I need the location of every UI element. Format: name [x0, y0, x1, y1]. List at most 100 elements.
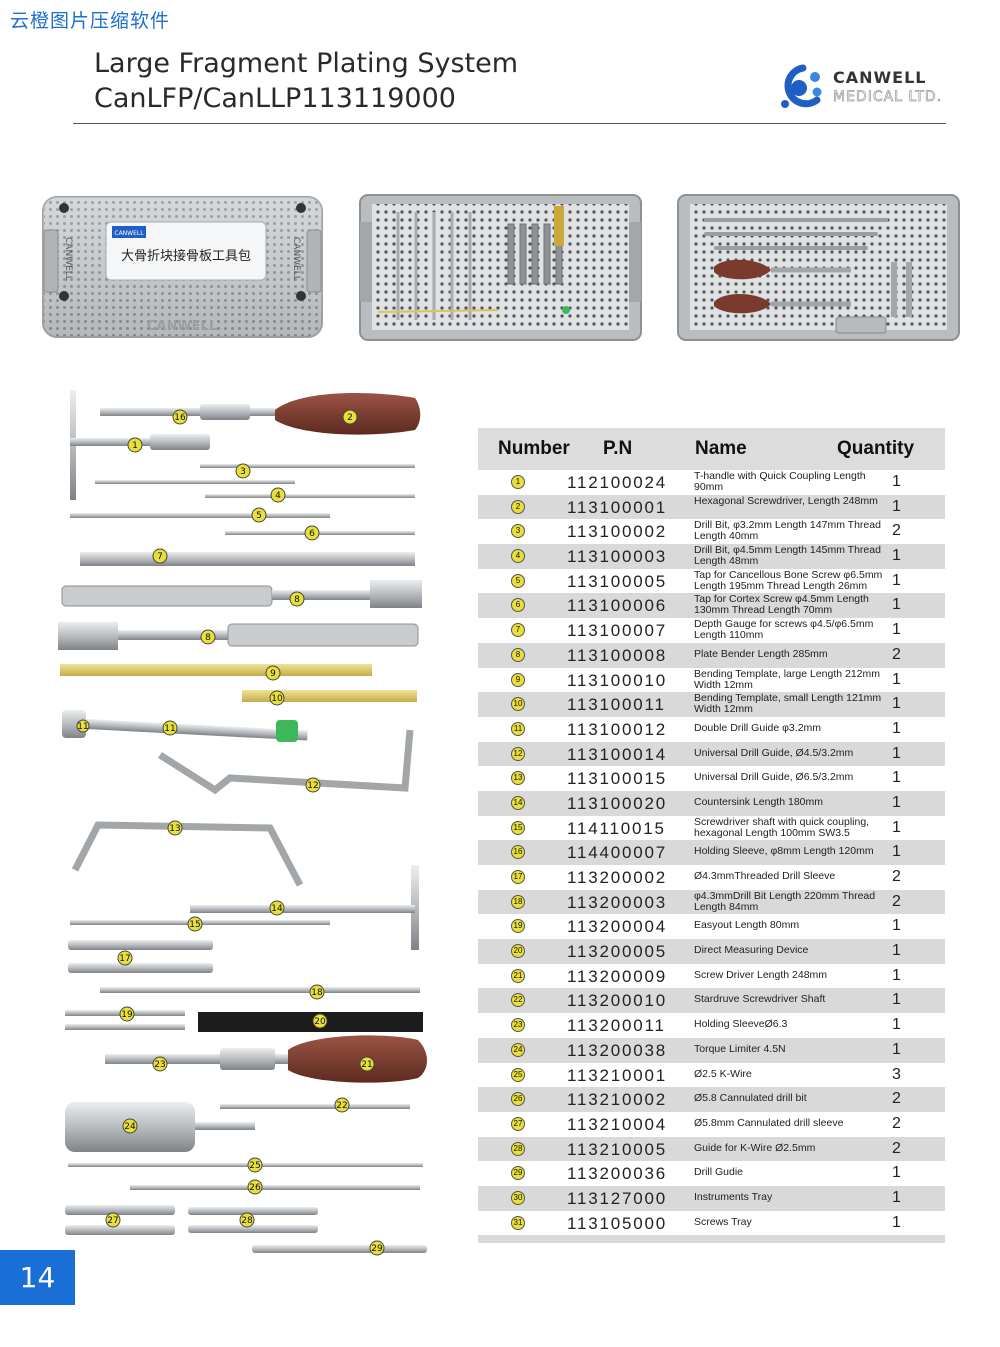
row-number-badge: 20: [511, 944, 525, 959]
row-part-number: 113100001: [567, 497, 668, 517]
svg-text:4: 4: [275, 491, 281, 501]
row-quantity: 1: [892, 991, 901, 1009]
header-name: Name: [695, 438, 747, 459]
header-pn: P.N: [603, 438, 633, 459]
row-name: Universal Drill Guide, Ø6.5/3.2mm: [694, 771, 854, 784]
row-quantity: 1: [892, 1213, 901, 1231]
tool-label-8a: 8: [289, 591, 305, 607]
row-number-badge: 24: [511, 1042, 525, 1057]
header-number: Number: [498, 438, 570, 459]
row-name: Ø5.8mm Cannulated drill sleeve: [694, 1116, 844, 1129]
svg-text:21: 21: [361, 1060, 372, 1070]
row-name: Tap for Cancellous Bone Screw φ6.5mm Len…: [694, 568, 883, 592]
row-part-number: 113200002: [567, 868, 668, 887]
svg-text:1: 1: [132, 441, 138, 451]
row-part-number: 113200003: [567, 892, 668, 912]
row-part-number: 113100005: [567, 571, 668, 591]
svg-text:23: 23: [154, 1060, 165, 1070]
row-quantity: 2: [892, 868, 901, 885]
row-number-badge: 8: [511, 647, 525, 662]
svg-text:2: 2: [347, 413, 353, 423]
table-header: Number P.N Name Quantity: [478, 428, 945, 470]
tool-label-29: 29: [369, 1240, 385, 1256]
page-subtitle: CanLFP/CanLLP113119000: [94, 83, 456, 114]
tool-label-27: 27: [105, 1212, 121, 1228]
row-name: φ4.3mmDrill Bit Length 220mm Thread Leng…: [694, 889, 876, 913]
row-name: Instruments Tray: [694, 1190, 773, 1203]
row-name: Ø2.5 K-Wire: [694, 1067, 752, 1080]
tool-label-9: 9: [265, 665, 281, 681]
page-title: Large Fragment Plating System: [94, 48, 519, 79]
svg-text:6: 6: [309, 529, 315, 539]
svg-text:8: 8: [205, 633, 211, 643]
row-name: Screw Driver Length 248mm: [694, 968, 828, 981]
tool-label-20: 20: [312, 1013, 328, 1029]
company-logo: CANWELL MEDICAL LTD.: [773, 62, 948, 112]
svg-text:7: 7: [157, 552, 163, 562]
row-name: Holding SleeveØ6.3: [694, 1018, 788, 1031]
row-number-badge: 29: [511, 1166, 525, 1181]
row-part-number: 113100015: [567, 769, 668, 789]
row-part-number: 113100006: [567, 596, 668, 616]
row-part-number: 113200009: [567, 966, 668, 986]
row-quantity: 1: [892, 670, 901, 688]
svg-text:20: 20: [314, 1017, 326, 1027]
tool-label-19: 19: [119, 1006, 135, 1022]
tool-label-10: 10: [269, 690, 285, 706]
svg-text:8: 8: [294, 595, 300, 605]
tool-label-23: 23: [152, 1056, 168, 1072]
row-number-badge: 13: [511, 771, 525, 786]
row-quantity: 2: [892, 522, 901, 540]
open-tray-photo: [358, 192, 643, 342]
table-footer: [478, 1235, 945, 1244]
svg-text:13: 13: [169, 824, 180, 834]
row-name: Ø5.8 Cannulated drill bit: [694, 1092, 807, 1105]
row-name: Screws Tray: [694, 1215, 752, 1228]
row-name: Drill Bit, φ3.2mm Length 147mm Thread Le…: [694, 519, 881, 543]
tool-label-11b: 11: [76, 719, 90, 733]
svg-text:15: 15: [189, 920, 200, 930]
row-number-badge: 22: [511, 993, 525, 1008]
instruments-illustration: 16 2 1 3 4 5 6 7 8 8 9 10 11 11 12 13 14…: [40, 380, 440, 1265]
tool-label-21: 21: [359, 1056, 375, 1072]
parts-table: Number P.N Name Quantity 1 112100024 T-han…: [478, 428, 945, 1244]
row-part-number: 113100012: [567, 719, 668, 739]
svg-text:29: 29: [371, 1244, 383, 1254]
row-part-number: 112100024: [567, 473, 668, 492]
row-quantity: 1: [892, 596, 901, 614]
row-number-badge: 18: [511, 894, 525, 909]
row-name: Holding Sleeve, φ8mm Length 120mm: [694, 845, 874, 858]
row-part-number: 113105000: [567, 1213, 668, 1233]
row-number-badge: 11: [511, 721, 525, 736]
row-name: Countersink Length 180mm: [694, 795, 823, 808]
row-number-badge: 25: [511, 1067, 525, 1082]
row-quantity: 2: [892, 1090, 901, 1108]
tool-label-2: 2: [342, 409, 358, 425]
row-name: Drill Gudie: [694, 1166, 744, 1179]
row-quantity: 1: [892, 473, 901, 490]
row-part-number: 113100011: [567, 695, 666, 715]
row-part-number: 113100003: [567, 547, 668, 567]
logo-subtitle: MEDICAL LTD.: [833, 89, 943, 106]
svg-text:3: 3: [240, 467, 246, 477]
svg-text:17: 17: [119, 954, 130, 964]
tool-label-3: 3: [235, 463, 251, 479]
tool-label-1: 1: [127, 437, 143, 453]
closed-case-photo: CANWELL 大骨折块接骨板工具包 CANWELL CANWELL CANWE…: [40, 192, 325, 342]
row-part-number: 113127000: [567, 1188, 668, 1208]
tool-label-7: 7: [152, 548, 168, 564]
row-part-number: 113200011: [567, 1016, 666, 1036]
row-name: T-handle with Quick Coupling Length 90mm: [694, 470, 866, 493]
svg-text:25: 25: [249, 1161, 260, 1171]
